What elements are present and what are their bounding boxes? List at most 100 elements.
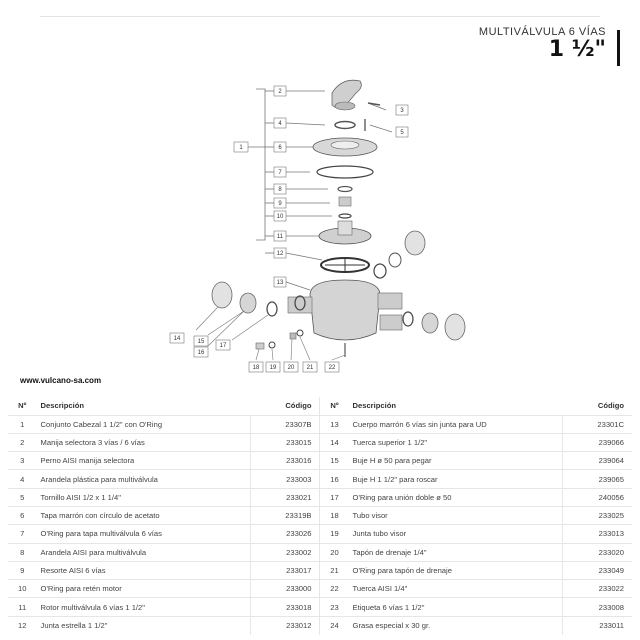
part-number: 24 bbox=[319, 615, 349, 635]
part-number: 22 bbox=[319, 579, 349, 598]
part-number: 21 bbox=[319, 560, 349, 580]
part-code: 233020 bbox=[562, 542, 632, 562]
callout-12: 12 bbox=[277, 251, 284, 257]
part-description: Manija selectora 3 vías / 6 vías bbox=[36, 432, 251, 452]
part-description: Conjunto Cabezal 1 1/2" con O'Ring bbox=[36, 414, 251, 434]
part-code: 23319B bbox=[250, 505, 320, 525]
part-description: Resorte AISI 6 vías bbox=[36, 560, 251, 580]
part-description: Arandela AISI para multiválvula bbox=[36, 542, 251, 562]
callout-21: 21 bbox=[307, 365, 314, 371]
part-number: 5 bbox=[8, 487, 37, 507]
star-gasket bbox=[320, 257, 370, 273]
title-block: MULTIVÁLVULA 6 VÍAS 1 ½" bbox=[479, 26, 606, 62]
part-number: 11 bbox=[8, 597, 37, 617]
part-description: Etiqueta 6 vías 1 1/2" bbox=[348, 597, 563, 617]
part-description: Junta tubo visor bbox=[348, 524, 563, 544]
part-code: 233021 bbox=[250, 487, 320, 507]
part-number: 19 bbox=[319, 524, 349, 544]
part-code: 233025 bbox=[562, 505, 632, 525]
callout-1: 1 bbox=[239, 145, 243, 151]
part-number: 3 bbox=[8, 451, 37, 470]
part-description: Tuerca superior 1 1/2" bbox=[348, 432, 563, 452]
part-code: 233002 bbox=[250, 542, 320, 562]
callout-18: 18 bbox=[253, 365, 260, 371]
part-code: 239064 bbox=[562, 451, 632, 470]
title-accent-bar bbox=[617, 30, 620, 66]
part-code: 233012 bbox=[250, 615, 320, 635]
part-number: 13 bbox=[319, 414, 349, 434]
header-desc-left: Descripción bbox=[40, 401, 85, 411]
part-code: 233026 bbox=[250, 524, 320, 544]
assembly-bracket bbox=[256, 88, 266, 241]
part-number: 4 bbox=[8, 469, 37, 489]
header-num-left: Nº bbox=[18, 401, 27, 411]
part-description: O'Ring para unión doble ø 50 bbox=[348, 487, 563, 507]
part-number: 16 bbox=[319, 469, 349, 489]
part-number: 18 bbox=[319, 505, 349, 525]
part-code: 233016 bbox=[250, 451, 320, 470]
part-code: 233017 bbox=[250, 560, 320, 580]
part-number: 14 bbox=[319, 432, 349, 452]
part-code: 233022 bbox=[562, 579, 632, 598]
part-description: Arandela plástica para multiválvula bbox=[36, 469, 251, 489]
part-number: 2 bbox=[8, 432, 37, 452]
part-number: 23 bbox=[319, 597, 349, 617]
part-number: 9 bbox=[8, 560, 37, 580]
part-code: 233008 bbox=[562, 597, 632, 617]
product-title: MULTIVÁLVULA 6 VÍAS bbox=[478, 26, 606, 38]
part-code: 233000 bbox=[250, 579, 320, 598]
part-description: Tapa marrón con círculo de acetato bbox=[36, 505, 251, 525]
part-code: 239065 bbox=[562, 469, 632, 489]
part-code: 233049 bbox=[562, 560, 632, 580]
part-code: 23307B bbox=[250, 414, 320, 434]
callout-6: 6 bbox=[278, 145, 282, 151]
top-divider bbox=[40, 16, 600, 17]
part-description: O'Ring para tapa multiválvula 6 vías bbox=[36, 524, 251, 544]
part-code: 233015 bbox=[250, 432, 320, 452]
part-code: 239066 bbox=[562, 432, 632, 452]
part-number: 8 bbox=[8, 542, 37, 562]
callout-2: 2 bbox=[278, 89, 282, 95]
callout-11: 11 bbox=[277, 234, 284, 240]
header-num-right: Nº bbox=[319, 397, 349, 415]
part-description: Tornillo AISI 1/2 x 1 1/4" bbox=[36, 487, 251, 507]
callout-4: 4 bbox=[278, 121, 282, 127]
part-number: 1 bbox=[8, 414, 37, 434]
part-number: 10 bbox=[8, 579, 37, 598]
valve-body bbox=[309, 279, 381, 341]
part-code: 240056 bbox=[562, 487, 632, 507]
callout-10: 10 bbox=[277, 214, 284, 220]
part-number: 17 bbox=[319, 487, 349, 507]
callout-14: 14 bbox=[174, 336, 181, 342]
callout-3: 3 bbox=[400, 108, 404, 114]
parts-table: Nº Descripción Código Nº Descripción Cód… bbox=[8, 397, 632, 635]
part-description: Buje H ø 50 para pegar bbox=[348, 451, 563, 470]
part-description: O'Ring para retén motor bbox=[36, 579, 251, 598]
part-number: 7 bbox=[8, 524, 37, 544]
part-number: 15 bbox=[319, 451, 349, 470]
part-description: Perno AISI manija selectora bbox=[36, 451, 251, 470]
callout-19: 19 bbox=[270, 365, 277, 371]
part-description: O'Ring para tapón de drenaje bbox=[348, 560, 563, 580]
exploded-diagram: 1 2 3 4 5 6 7 8 9 10 11 12 13 14 15 16 1… bbox=[169, 79, 466, 373]
callout-22: 22 bbox=[329, 365, 336, 371]
part-code: 233013 bbox=[562, 524, 632, 544]
callout-17: 17 bbox=[220, 343, 227, 349]
callout-8: 8 bbox=[278, 187, 282, 193]
part-number: 6 bbox=[8, 505, 37, 525]
callout-16: 16 bbox=[198, 350, 205, 356]
table-header-row: Nº Descripción Código Nº Descripción Cód… bbox=[8, 397, 632, 415]
part-description: Tapón de drenaje 1/4" bbox=[348, 542, 563, 562]
callout-5: 5 bbox=[400, 130, 404, 136]
callout-13: 13 bbox=[277, 280, 284, 286]
website-url: www.vulcano-sa.com bbox=[20, 376, 102, 385]
product-size: 1 ½" bbox=[548, 37, 606, 62]
